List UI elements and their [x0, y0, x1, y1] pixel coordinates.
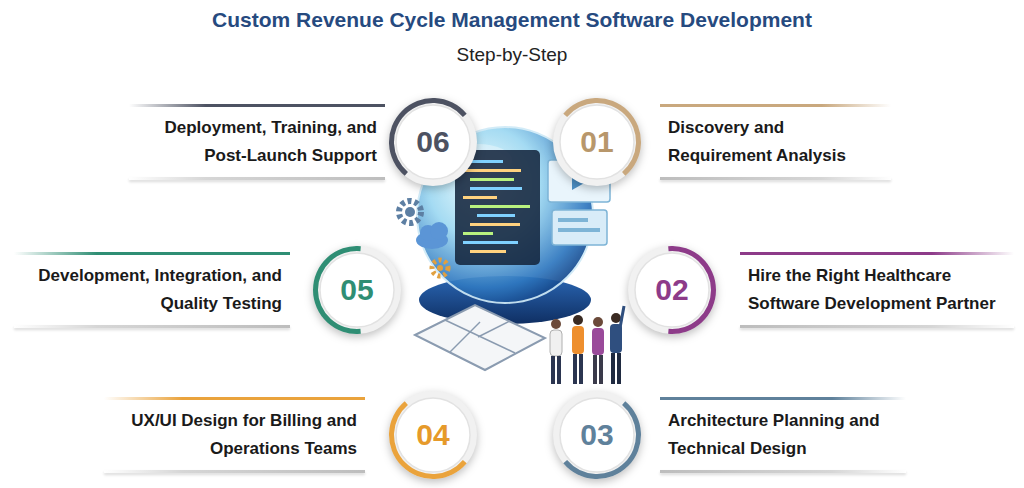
shadow-line	[740, 325, 1014, 328]
ring-rim	[313, 246, 401, 334]
ring-rim	[628, 246, 716, 334]
step-label-band: Deployment, Training, and Post-Launch Su…	[129, 104, 385, 180]
shadow-line	[14, 325, 290, 328]
ring-rim	[553, 98, 641, 186]
step-circle: 05Development, Integration, and Quality …	[312, 245, 402, 335]
step-label-band: UX/UI Design for Billing and Operations …	[104, 397, 365, 473]
subtitle-label: Step-by-Step	[0, 44, 1024, 66]
step-label-band: Discovery and Requirement Analysis	[660, 104, 891, 180]
step-label: UX/UI Design for Billing and Operations …	[104, 397, 365, 473]
step-number: 05	[312, 245, 402, 335]
gear-icons	[399, 201, 448, 276]
accent-line	[660, 397, 906, 400]
shadow-line	[660, 470, 906, 473]
step-circle: 03Architecture Planning and Technical De…	[552, 390, 642, 480]
step-number: 01	[552, 97, 642, 187]
step-label: Discovery and Requirement Analysis	[660, 104, 891, 180]
step-number: 03	[552, 390, 642, 480]
accent-line	[129, 104, 385, 107]
step-circle: 01Discovery and Requirement Analysis	[552, 97, 642, 187]
ring-rim	[553, 391, 641, 479]
step-label: Architecture Planning and Technical Desi…	[660, 397, 906, 473]
step-label-band: Architecture Planning and Technical Desi…	[660, 397, 906, 473]
step-number: 06	[388, 97, 478, 187]
step-circle: 02Hire the Right Healthcare Software Dev…	[627, 245, 717, 335]
shadow-line	[660, 177, 891, 180]
step-number: 02	[627, 245, 717, 335]
step-circle: 04UX/UI Design for Billing and Operation…	[388, 390, 478, 480]
step-label: Deployment, Training, and Post-Launch Su…	[129, 104, 385, 180]
step-label: Development, Integration, and Quality Te…	[14, 252, 290, 328]
step-label: Hire the Right Healthcare Software Devel…	[740, 252, 1014, 328]
people-figures	[550, 306, 624, 384]
floor-plan	[415, 305, 545, 370]
step-label-band: Hire the Right Healthcare Software Devel…	[740, 252, 1014, 328]
ring-rim	[389, 391, 477, 479]
shadow-line	[129, 177, 385, 180]
cloud-icon	[416, 222, 448, 249]
step-label-band: Development, Integration, and Quality Te…	[14, 252, 290, 328]
accent-line	[104, 397, 365, 400]
shadow-line	[104, 470, 365, 473]
accent-line	[740, 252, 1014, 255]
step-number: 04	[388, 390, 478, 480]
accent-line	[14, 252, 290, 255]
diagram-title: Custom Revenue Cycle Management Software…	[0, 8, 1024, 32]
ring-rim	[389, 98, 477, 186]
accent-line	[660, 104, 891, 107]
step-circle: 06Deployment, Training, and Post-Launch …	[388, 97, 478, 187]
